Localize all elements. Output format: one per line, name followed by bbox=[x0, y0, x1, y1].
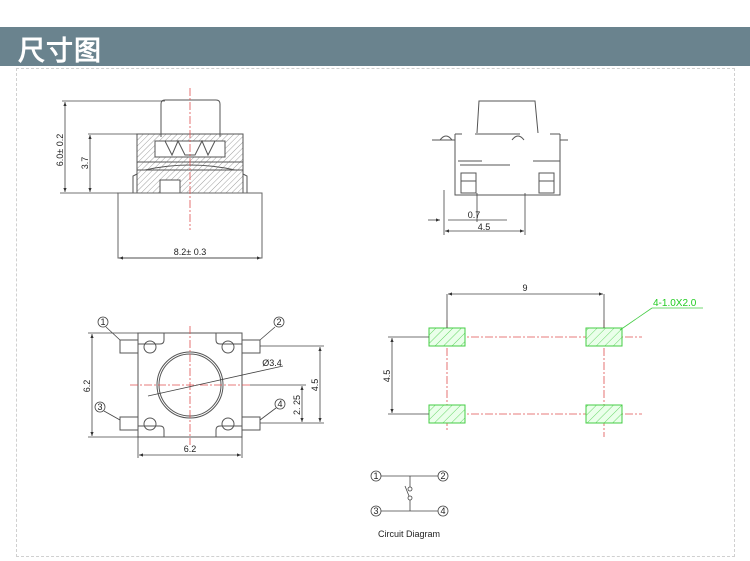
pcb-pad bbox=[428, 327, 466, 347]
pcb-layout: 9 4.5 4-1.0X2.0 bbox=[382, 283, 703, 437]
y-pitch-label: 4.5 bbox=[382, 370, 392, 383]
pin-callout-1: 1 bbox=[100, 317, 105, 327]
side-view: 0.7 4.5 bbox=[428, 100, 568, 235]
width-dim-label: 8.2± 0.3 bbox=[174, 247, 206, 257]
x-pitch-label: 9 bbox=[522, 283, 527, 293]
span-dim-label: 4.5 bbox=[478, 222, 491, 232]
top-width-dim-label: 6.2 bbox=[184, 444, 197, 454]
half-pitch-dim-label: 2. 25 bbox=[292, 395, 302, 415]
pad-size-label: 4-1.0X2.0 bbox=[653, 298, 697, 309]
top-view: Ø3.4 1 2 3 4 6.2 6.2 4.5 2. 25 bbox=[82, 316, 324, 458]
pin-callout-3: 3 bbox=[97, 402, 102, 412]
pcb-pad bbox=[585, 327, 623, 347]
drawing-frame bbox=[16, 68, 735, 557]
top-height-dim-label: 6.2 bbox=[82, 380, 92, 393]
circuit-diagram: 1 2 3 4 Circuit Diagram bbox=[370, 470, 449, 539]
circuit-pin-4: 4 bbox=[440, 506, 445, 516]
pin-callout-4: 4 bbox=[277, 399, 282, 409]
pin-pitch-dim-label: 4.5 bbox=[310, 379, 320, 392]
body-height-dim-label: 3.7 bbox=[80, 157, 90, 170]
pin-callout-2: 2 bbox=[276, 317, 281, 327]
height-dim-label: 6.0± 0.2 bbox=[55, 134, 65, 166]
header-bar: 尺寸图 bbox=[0, 27, 750, 67]
circuit-pin-2: 2 bbox=[440, 471, 445, 481]
circuit-pin-3: 3 bbox=[373, 506, 378, 516]
front-view: 6.0± 0.2 3.7 8.2± 0.3 bbox=[55, 88, 263, 260]
header-title: 尺寸图 bbox=[18, 36, 102, 67]
circuit-caption: Circuit Diagram bbox=[378, 529, 440, 539]
pcb-pad bbox=[428, 404, 466, 424]
pin-dim-label: 0.7 bbox=[468, 210, 481, 220]
pcb-pad bbox=[585, 404, 623, 424]
diameter-dim-label: Ø3.4 bbox=[262, 358, 282, 368]
circuit-pin-1: 1 bbox=[373, 471, 378, 481]
